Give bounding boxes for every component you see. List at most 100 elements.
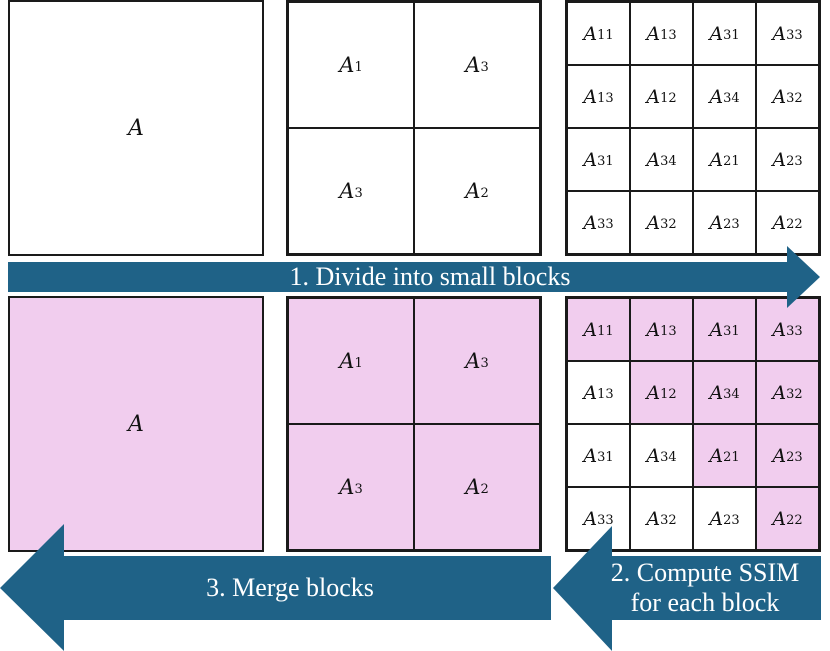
block-subscript: 11 [597, 324, 614, 339]
block-subscript: 32 [786, 387, 803, 402]
block-subscript: 32 [660, 217, 677, 232]
block-subscript: 34 [723, 387, 740, 402]
block-subscript: 34 [660, 450, 677, 465]
block-base-label: A [339, 179, 355, 203]
block-base-label: A [583, 444, 598, 467]
block-subscript: 11 [597, 28, 614, 43]
block-base-label: A [339, 349, 355, 373]
block-base-label: A [465, 53, 481, 77]
block-base-label: A [709, 148, 724, 171]
block-subscript: 33 [786, 324, 803, 339]
divide-arrow-label: 1. Divide into small blocks [289, 262, 571, 291]
block-subscript: 12 [660, 91, 677, 106]
block-subscript: 13 [660, 28, 677, 43]
block-subscript: 13 [660, 324, 677, 339]
block-subscript: 23 [786, 450, 803, 465]
block-base-label: A [583, 211, 598, 234]
block-subscript: 23 [723, 217, 740, 232]
block-base-label: A [646, 148, 661, 171]
merge-arrow [0, 524, 551, 651]
block-base-label: A [646, 444, 661, 467]
matrix-a-label: A [128, 115, 144, 141]
block-subscript: 3 [354, 481, 363, 497]
block-subscript: 32 [660, 513, 677, 528]
block-subscript: 23 [786, 154, 803, 169]
block-base-label: A [772, 507, 787, 530]
block-base-label: A [709, 22, 724, 45]
block-base-label: A [646, 211, 661, 234]
block-base-label: A [646, 381, 661, 404]
block-subscript: 31 [597, 154, 614, 169]
compute-arrow [553, 526, 821, 651]
block-subscript: 3 [480, 355, 489, 371]
block-base-label: A [709, 85, 724, 108]
block-base-label: A [465, 179, 481, 203]
block-base-label: A [709, 211, 724, 234]
block-subscript: 3 [480, 59, 489, 75]
block-subscript: 34 [723, 91, 740, 106]
matrix-a-label: A [128, 411, 144, 437]
block-subscript: 31 [597, 450, 614, 465]
block-base-label: A [646, 318, 661, 341]
block-base-label: A [583, 318, 598, 341]
block-subscript: 13 [597, 387, 614, 402]
block-subscript: 23 [723, 513, 740, 528]
block-base-label: A [583, 148, 598, 171]
block-base-label: A [465, 475, 481, 499]
block-subscript: 12 [660, 387, 677, 402]
block-base-label: A [646, 22, 661, 45]
block-base-label: A [583, 507, 598, 530]
block-base-label: A [772, 85, 787, 108]
block-subscript: 1 [354, 59, 363, 75]
block-base-label: A [646, 85, 661, 108]
block-subscript: 3 [354, 185, 363, 201]
block-subscript: 31 [723, 28, 740, 43]
block-base-label: A [465, 349, 481, 373]
matrix-a-whole-top: A [8, 0, 264, 256]
block-base-label: A [646, 507, 661, 530]
block-subscript: 2 [480, 185, 489, 201]
block-subscript: 21 [723, 154, 740, 169]
block-subscript: 2 [480, 481, 489, 497]
block-base-label: A [339, 53, 355, 77]
block-base-label: A [772, 211, 787, 234]
block-subscript: 31 [723, 324, 740, 339]
block-subscript: 21 [723, 450, 740, 465]
block-subscript: 34 [660, 154, 677, 169]
matrix-a-whole-bottom: A [8, 296, 264, 552]
block-base-label: A [339, 475, 355, 499]
block-base-label: A [583, 85, 598, 108]
